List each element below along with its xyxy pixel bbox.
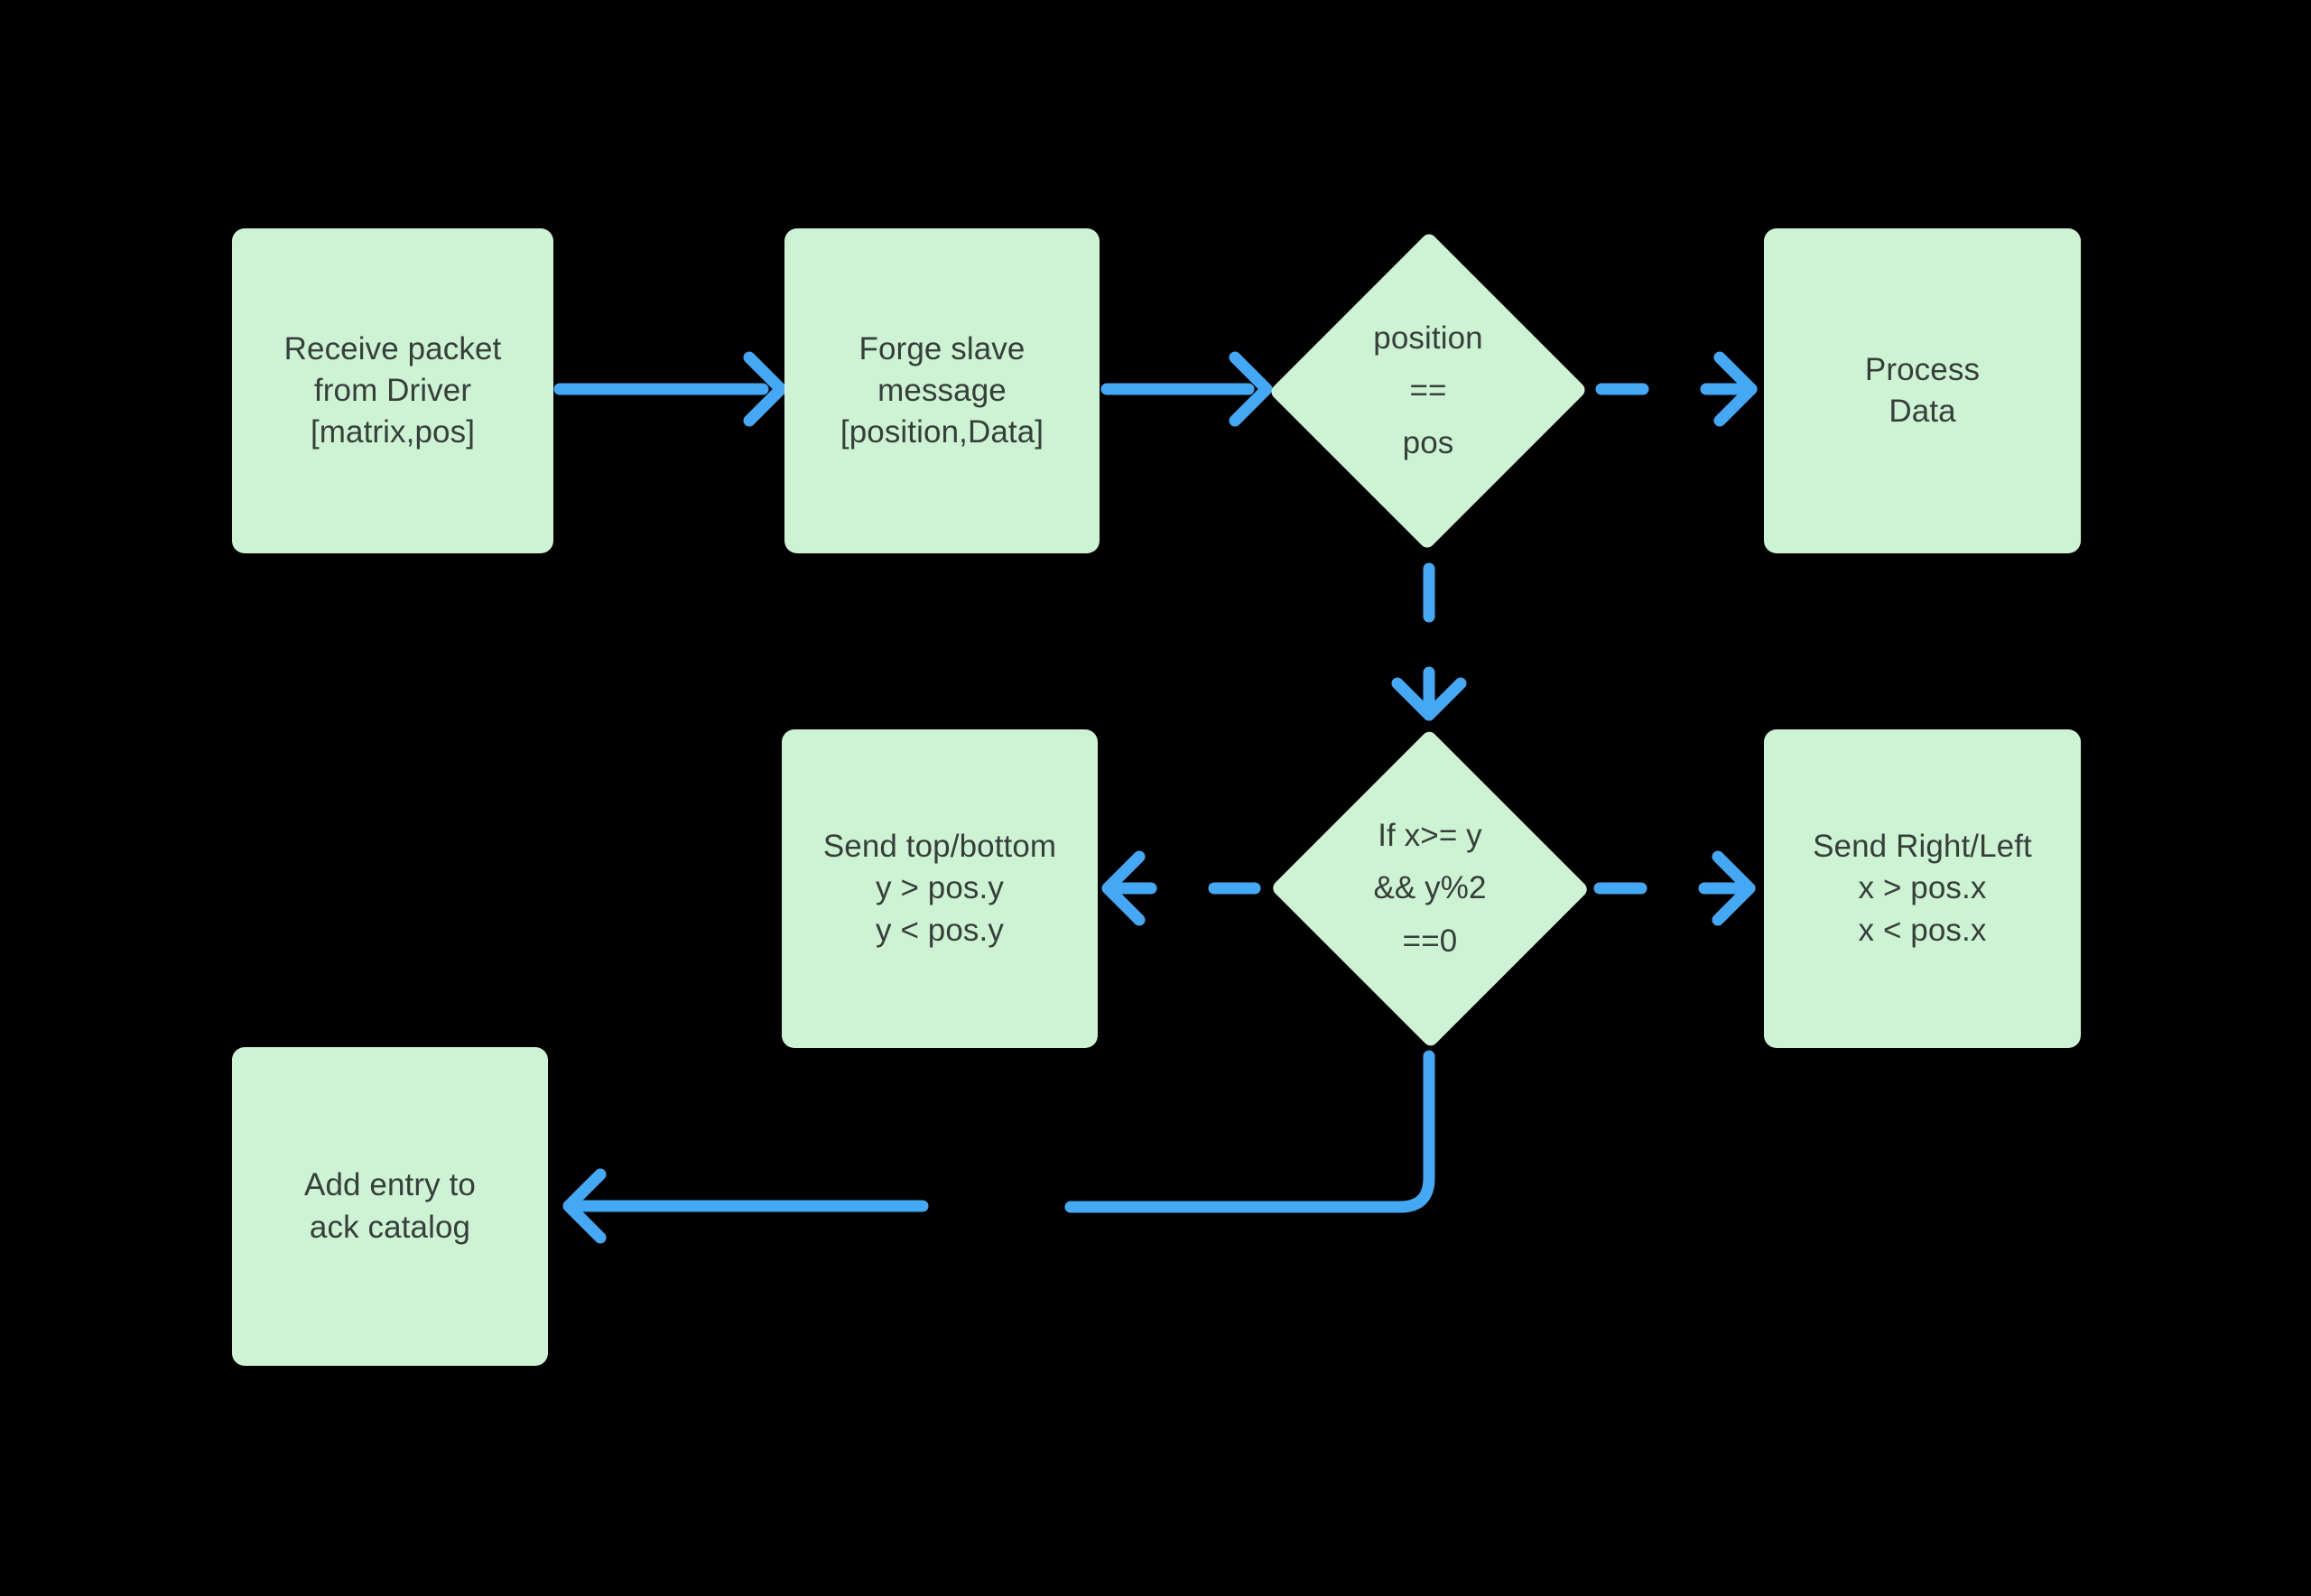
node-label-receive-packet-line2: from Driver: [313, 372, 472, 408]
edge-receive-to-forge: [553, 351, 787, 427]
node-add-entry-ack-catalog[interactable]: Add entry to ack catalog: [232, 1047, 548, 1366]
node-label-if-x-ge-y: If x>= y: [1378, 818, 1482, 854]
node-label-forge-slave-message: Forge slave: [859, 330, 1026, 367]
node-label-process-data-line2: Data: [1889, 394, 1956, 429]
node-label-receive-packet-line3: [matrix,pos]: [310, 414, 476, 450]
edge-position-to-process: [1595, 351, 1758, 427]
edge-position-to-ifxy: [1391, 562, 1467, 721]
node-label-forge-slave-message-line3: [position,Data]: [840, 414, 1044, 450]
edge-ifxy-to-rightleft: [1593, 850, 1756, 926]
node-label-if-x-ge-y-line2: && y%2: [1373, 870, 1487, 906]
node-receive-packet[interactable]: Receive packet from Driver [matrix,pos]: [232, 228, 553, 553]
edge-ifxy-to-topbottom: [1101, 850, 1261, 926]
node-label-send-right-left-line3: x < pos.x: [1858, 912, 1987, 948]
node-position-equals-pos[interactable]: position == pos: [1268, 230, 1588, 552]
node-label-send-top-bottom: Send top/bottom: [822, 829, 1057, 865]
node-label-send-top-bottom-line3: y < pos.y: [876, 912, 1004, 948]
node-label-add-entry-ack-catalog-line2: ack catalog: [309, 1209, 471, 1245]
node-label-if-x-ge-y-line3: ==0: [1402, 923, 1458, 959]
edge-ifxy-to-ackcatalog: [562, 1050, 1435, 1244]
node-label-process-data: Process: [1864, 351, 1981, 387]
node-process-data[interactable]: Process Data: [1764, 228, 2081, 553]
node-send-right-left[interactable]: Send Right/Left x > pos.x x < pos.x: [1764, 729, 2081, 1048]
node-send-top-bottom[interactable]: Send top/bottom y > pos.y y < pos.y: [782, 729, 1098, 1048]
node-label-position-equals-pos-line3: pos: [1402, 425, 1454, 461]
node-label-forge-slave-message-line2: message: [877, 372, 1007, 408]
node-label-add-entry-ack-catalog: Add entry to: [304, 1167, 476, 1203]
node-label-send-right-left: Send Right/Left: [1813, 829, 2032, 865]
node-label-position-equals-pos-line2: ==: [1409, 372, 1447, 408]
node-forge-slave-message[interactable]: Forge slave message [position,Data]: [784, 228, 1100, 553]
node-if-x-ge-y[interactable]: If x>= y && y%2 ==0: [1269, 728, 1591, 1049]
node-label-send-right-left-line2: x > pos.x: [1858, 870, 1987, 906]
node-label-send-top-bottom-line2: y > pos.y: [876, 870, 1004, 906]
node-label-position-equals-pos: position: [1373, 320, 1483, 356]
node-label-receive-packet: Receive packet: [283, 330, 502, 367]
edge-forge-to-position: [1100, 351, 1273, 427]
